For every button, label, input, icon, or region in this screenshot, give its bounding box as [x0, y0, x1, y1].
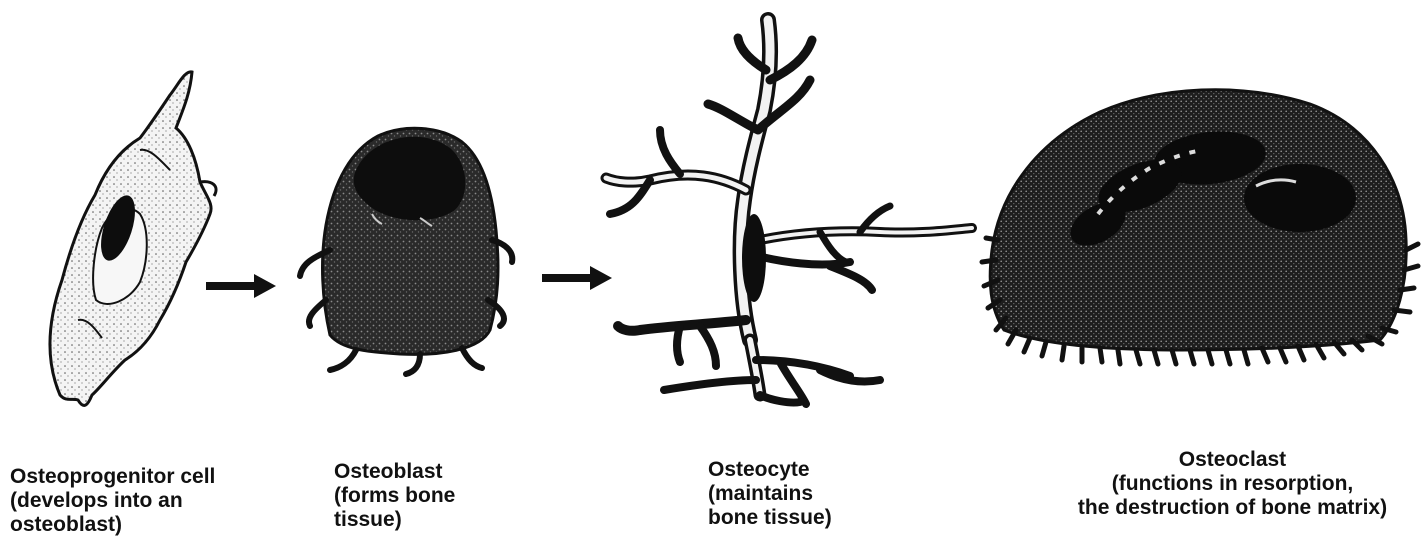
nucleus-icon — [1244, 164, 1356, 232]
caption-line: (develops into an — [10, 489, 215, 513]
caption-line: Osteoblast — [334, 460, 455, 484]
caption-osteoclast: Osteoclast (functions in resorption, the… — [1045, 448, 1420, 520]
caption-line: bone tissue) — [708, 506, 832, 530]
caption-line: osteoblast) — [10, 513, 215, 537]
arrow-icon — [206, 274, 276, 298]
caption-line: (functions in resorption, — [1045, 472, 1420, 496]
osteoblast-illustration — [300, 128, 512, 374]
osteocyte-illustration — [606, 20, 972, 404]
caption-line: Osteocyte — [708, 458, 832, 482]
arrow-icon — [542, 266, 612, 290]
osteoprogenitor-cell-illustration — [50, 72, 216, 406]
caption-osteocyte: Osteocyte (maintains bone tissue) — [708, 458, 832, 530]
nucleus-icon — [742, 214, 766, 302]
caption-line: tissue) — [334, 508, 455, 532]
caption-line: (forms bone — [334, 484, 455, 508]
osteoclast-illustration — [982, 90, 1418, 364]
caption-osteoblast: Osteoblast (forms bone tissue) — [334, 460, 455, 532]
caption-line: Osteoclast — [1045, 448, 1420, 472]
caption-line: the destruction of bone matrix) — [1045, 496, 1420, 520]
caption-line: Osteoprogenitor cell — [10, 465, 215, 489]
caption-osteoprogenitor-cell: Osteoprogenitor cell (develops into an o… — [10, 465, 215, 537]
caption-line: (maintains — [708, 482, 832, 506]
